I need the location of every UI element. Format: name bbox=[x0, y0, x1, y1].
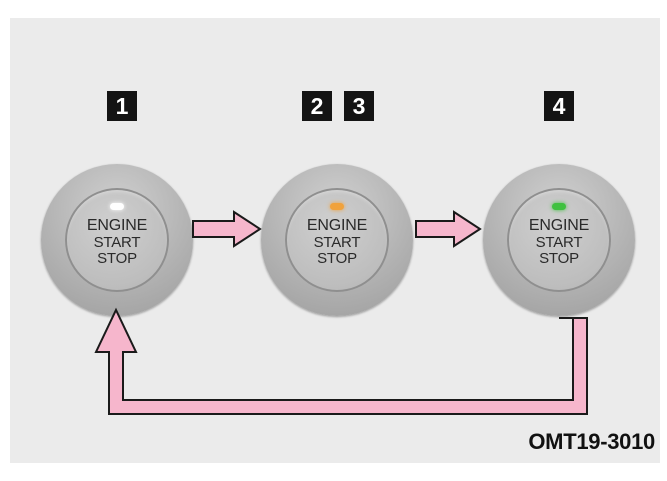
right-arrow-icon bbox=[415, 210, 482, 248]
engine-start-stop-button-start: ENGINE START STOP bbox=[483, 164, 635, 316]
indicator-lamp-icon bbox=[552, 203, 566, 210]
button-label-engine: ENGINE bbox=[86, 217, 148, 234]
button-label-engine: ENGINE bbox=[306, 217, 368, 234]
engine-start-stop-button-acc-on: ENGINE START STOP bbox=[261, 164, 413, 316]
step-badge-1: 1 bbox=[107, 91, 137, 121]
engine-start-stop-button-off: ENGINE START STOP bbox=[41, 164, 193, 316]
step-badge-4: 4 bbox=[544, 91, 574, 121]
button-label-start: START bbox=[93, 234, 141, 251]
button-label-start: START bbox=[313, 234, 361, 251]
step-badge-2: 2 bbox=[302, 91, 332, 121]
right-arrow-icon bbox=[192, 210, 262, 248]
button-label-start: START bbox=[535, 234, 583, 251]
button-label-stop: STOP bbox=[97, 250, 137, 267]
return-arrow-icon bbox=[94, 307, 588, 415]
indicator-lamp-icon bbox=[110, 203, 124, 210]
button-label-engine: ENGINE bbox=[528, 217, 590, 234]
button-label-stop: STOP bbox=[317, 250, 357, 267]
indicator-lamp-icon bbox=[330, 203, 344, 210]
step-badge-3: 3 bbox=[344, 91, 374, 121]
button-label-stop: STOP bbox=[539, 250, 579, 267]
figure-code: OMT19-3010 bbox=[528, 429, 655, 454]
